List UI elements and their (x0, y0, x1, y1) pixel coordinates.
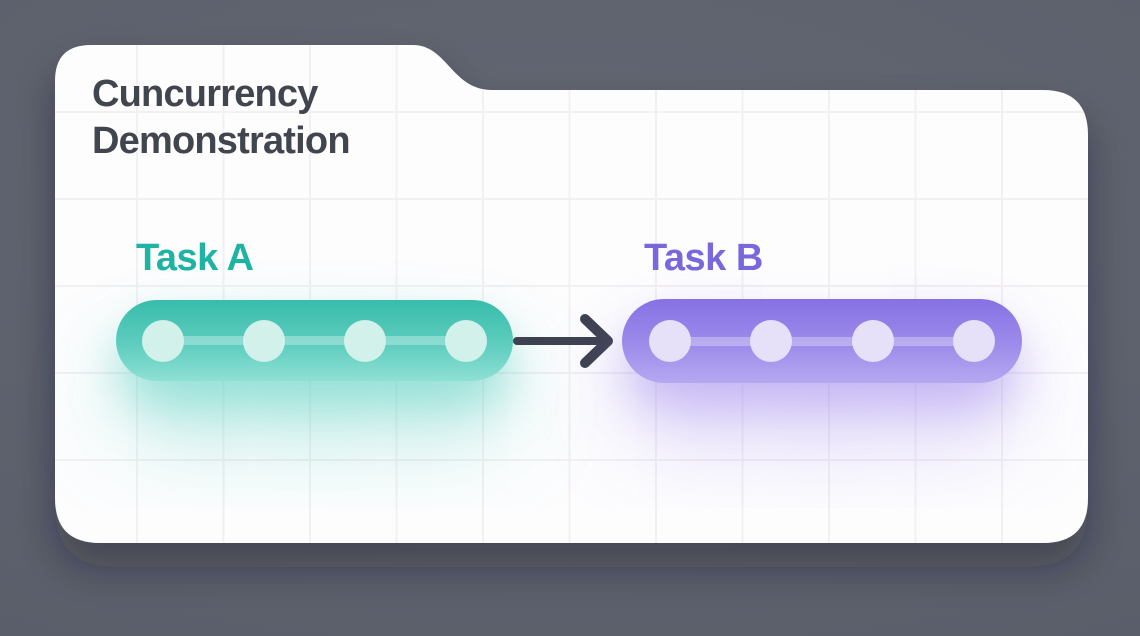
task-a-step-dot (243, 319, 285, 362)
task-a-timeline-pill (116, 300, 513, 381)
task-a-label: Task A (136, 237, 254, 279)
task-a-step-dot (142, 319, 184, 362)
task-a-step-dot (445, 319, 487, 362)
task-b-step-dot (851, 320, 894, 362)
task-b-step-dot (649, 320, 691, 362)
arrow-right-icon (513, 314, 613, 368)
page-title-line2: Demonstration (92, 120, 351, 162)
page-title-line1: Cuncurrency (92, 73, 318, 115)
task-b-step-dot (750, 320, 793, 362)
page-title: Cuncurrency Demonstration (92, 71, 351, 165)
task-b-timeline-pill (622, 299, 1022, 383)
task-b-label: Task B (644, 237, 763, 279)
task-a-track-line (160, 336, 473, 345)
task-b-track-line (666, 336, 982, 346)
task-a-step-dot (344, 319, 386, 362)
task-b-step-dot (952, 320, 995, 362)
